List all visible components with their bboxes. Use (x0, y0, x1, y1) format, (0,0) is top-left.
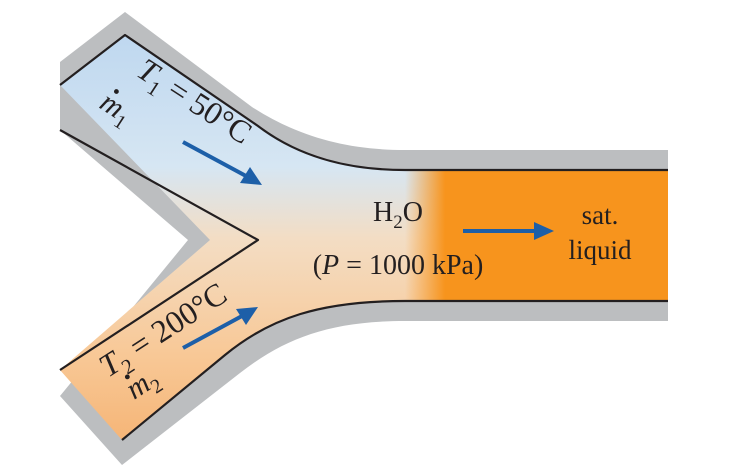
pressure-label: (P = 1000 kPa) (313, 250, 484, 281)
fluid-label: H2O (373, 197, 423, 233)
inlet1-flow-arrow (182, 140, 262, 185)
outlet-state-line1: sat. (582, 200, 619, 230)
pipe-outline (59, 33, 668, 441)
outlet-flow-arrow (463, 222, 554, 240)
fluid-region (60, 35, 668, 440)
saturated-liquid-region (445, 150, 668, 321)
outlet-state-line2: liquid (568, 235, 632, 265)
flow-arrows (182, 140, 554, 350)
mass-flow-dot (124, 374, 130, 380)
inlet2-flow-arrow (182, 307, 258, 350)
mass-flow-dot (113, 89, 119, 94)
liquid-transition (405, 150, 445, 321)
